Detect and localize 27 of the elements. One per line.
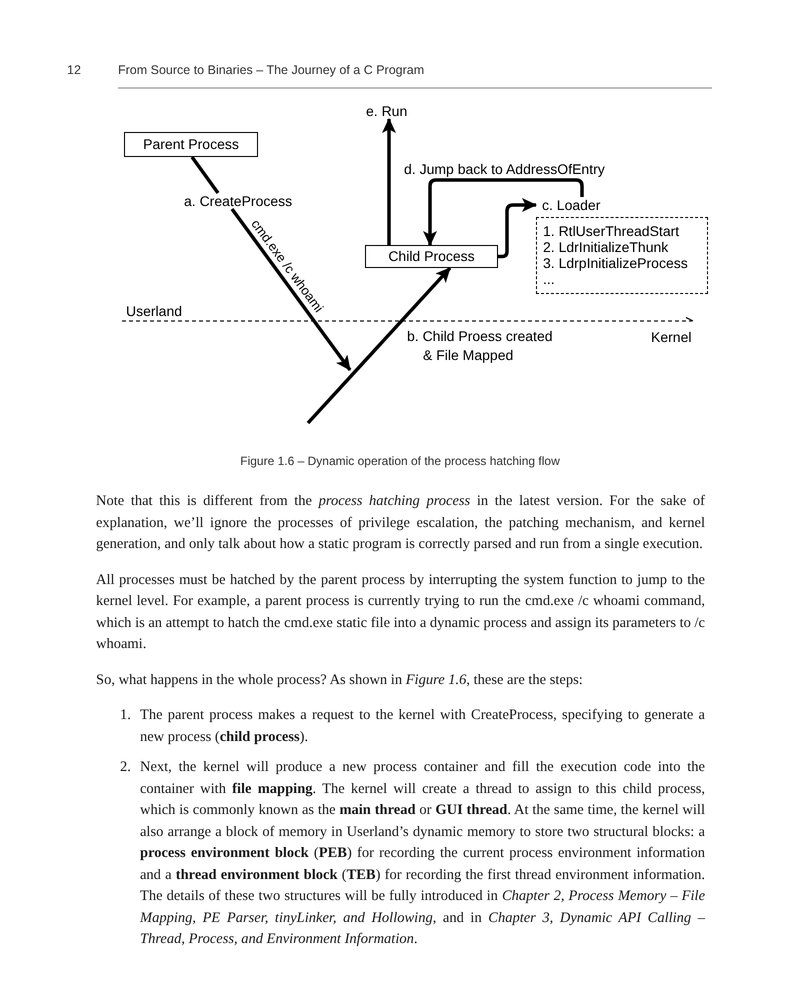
list-item: 2. LdrInitializeThunk — [543, 239, 668, 255]
step-label: e. Run — [366, 103, 408, 119]
list-item: 3. LdrpInitializeProcess — [543, 255, 688, 271]
paragraph: Note that this is different from the process hatching process in the latest version. For the sake of explanation, we’ll ignore the processes of privilege escalation, the patching mechanism, and kernel generation, and only talk about how a static program is correctly parsed and run from a single execution. — [96, 492, 705, 554]
arrow — [306, 266, 452, 424]
region-label: Userland — [126, 303, 182, 319]
figure-caption: Figure 1.6 – Dynamic operation of the process hatching flow — [240, 454, 560, 469]
paragraph: So, what happens in the whole process? As shown in Figure 1.6, these are the steps: — [96, 670, 584, 690]
connector-line — [190, 156, 220, 194]
process-box: Parent Process — [124, 132, 258, 157]
arrow — [382, 118, 396, 245]
paragraph: All processes must be hatched by the parent process by interrupting the system function to jump to the kernel level. For example, a parent process is currently trying to run the cmd.exe /c whoami command, which is an attempt to hatch the cmd.exe static file into a dynamic process and assign its parameters to /c whoami. — [96, 570, 705, 654]
list-item-text: The parent process makes a request to the kernel with CreateProcess, specifying to generate a new process (child process). — [140, 706, 705, 746]
running-header: From Source to Binaries – The Journey of a C Program — [118, 63, 424, 78]
list-number: 1. — [120, 706, 131, 725]
list-number: 2. — [120, 758, 131, 777]
arrow — [230, 208, 352, 372]
step-label: a. CreateProcess — [184, 193, 292, 209]
edge-label: d. Jump back to AddressOfEntry — [403, 161, 606, 177]
page-number: 12 — [67, 63, 81, 78]
process-box: Child Process — [365, 245, 498, 268]
group-heading: c. Loader — [542, 197, 600, 213]
region-label: Kernel — [651, 329, 692, 345]
list-item: ... — [543, 271, 555, 287]
list-item-text: Next, the kernel will produce a new process container and fill the execution code into the container with file mapping. The kernel will create a thread to assign to this child process, which is commonly known as the main thread or GUI thread. At the same time, the kernel will also arrange a block of memory in Userland’s dynamic memory to store two structural blocks: a process environment block (PEB) for recording the current process environment information and a thread environment block (TEB) for recording the first thread environment information. The details of these two structures will be fully introduced in Chapter 2, Process Memory – File Mapping, PE Parser, tinyLinker, and Hollowing, and in Chapter 3, Dynamic API Calling – Thread, Process, and Environment Information. — [140, 758, 705, 949]
arrow — [498, 198, 537, 258]
list-item: 1. RtlUserThreadStart — [543, 223, 680, 239]
